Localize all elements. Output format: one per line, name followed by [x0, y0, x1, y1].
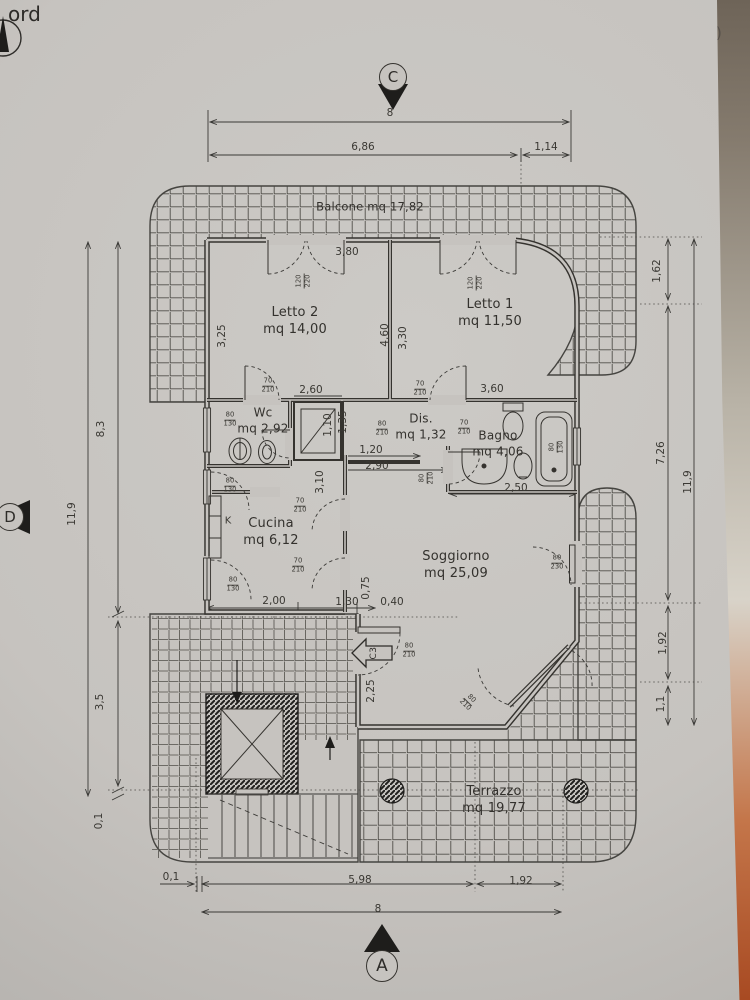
- dimension-label: 3,5: [94, 693, 106, 711]
- dimension-label: 1,92: [657, 631, 669, 655]
- dimension-label: 2,25: [365, 679, 377, 703]
- paper-edge-mark: ): [716, 24, 722, 42]
- dimension-label: 2,60: [299, 384, 323, 396]
- dimension-label: 1,30: [335, 596, 359, 608]
- dimension-label: 3,25: [216, 324, 228, 348]
- terrace-door-leaf: [507, 644, 571, 708]
- dimension-label: 1,92: [509, 875, 533, 887]
- dimension-label: 1,10: [322, 413, 334, 437]
- dimension-label: 0,75: [360, 576, 372, 600]
- dimension-label: 1,62: [651, 259, 663, 283]
- dimension-label: 3,60: [480, 383, 504, 395]
- dimension-label: 2,00: [262, 595, 286, 607]
- dimension-label: 6,86: [351, 141, 375, 153]
- section-marker-d: D: [0, 503, 24, 531]
- stair-direction-arrows: [232, 660, 335, 760]
- stair-treads: [208, 793, 358, 859]
- dimension-label: 11,9: [66, 502, 78, 526]
- entrance-arrow-label: C3: [369, 646, 379, 660]
- dimension-label: 0,1: [93, 812, 105, 830]
- room-label: Dis.mq 1,32: [395, 411, 447, 441]
- section-marker-c: C: [379, 63, 407, 91]
- dimension-label: 11,9: [682, 470, 694, 494]
- window-symbols: [203, 407, 581, 601]
- dimension-label: 0,40: [380, 596, 404, 608]
- section-marker-a: A: [366, 950, 398, 982]
- section-marker-c-letter: C: [387, 68, 399, 86]
- door-swings: [210, 240, 593, 707]
- dimension-label: 3,30: [397, 326, 409, 350]
- elevator-shaft: [205, 693, 299, 796]
- terrace-area: [359, 487, 637, 863]
- dimension-label: 8: [386, 107, 394, 119]
- dimension-label: 1,20: [359, 444, 383, 456]
- dimension-label: 8: [374, 903, 382, 915]
- dimension-label: 5,98: [348, 874, 372, 886]
- kitchen-k-label: K: [224, 515, 232, 527]
- dimension-lines: [88, 110, 694, 912]
- terrace-columns: [379, 778, 589, 804]
- section-marker-a-letter: A: [376, 956, 388, 976]
- dimension-label: 0,1: [162, 871, 180, 883]
- dimension-label: 1,35: [337, 410, 349, 434]
- north-label: ord: [8, 2, 41, 26]
- dimension-label: 1,1: [655, 695, 667, 713]
- dimension-label: 8,3: [95, 420, 107, 438]
- construction-lines: [108, 160, 702, 892]
- section-marker-d-letter: D: [4, 508, 16, 526]
- dimension-label: 2,90: [365, 460, 389, 472]
- north-compass-icon: [0, 16, 22, 57]
- dimension-label: 4,60: [379, 323, 391, 347]
- dimension-label: 7,26: [655, 441, 667, 465]
- dimension-label: 1,14: [534, 141, 558, 153]
- dimension-label: 3,80: [335, 246, 359, 258]
- bathroom-fixtures: [208, 401, 573, 559]
- dimension-label: 3,10: [314, 470, 326, 494]
- room-label: Balcone mq 17,82: [316, 199, 424, 214]
- entrance-arrow-shape: [351, 637, 393, 669]
- dimension-label: 2,50: [504, 482, 528, 494]
- door-leaves: [244, 240, 576, 634]
